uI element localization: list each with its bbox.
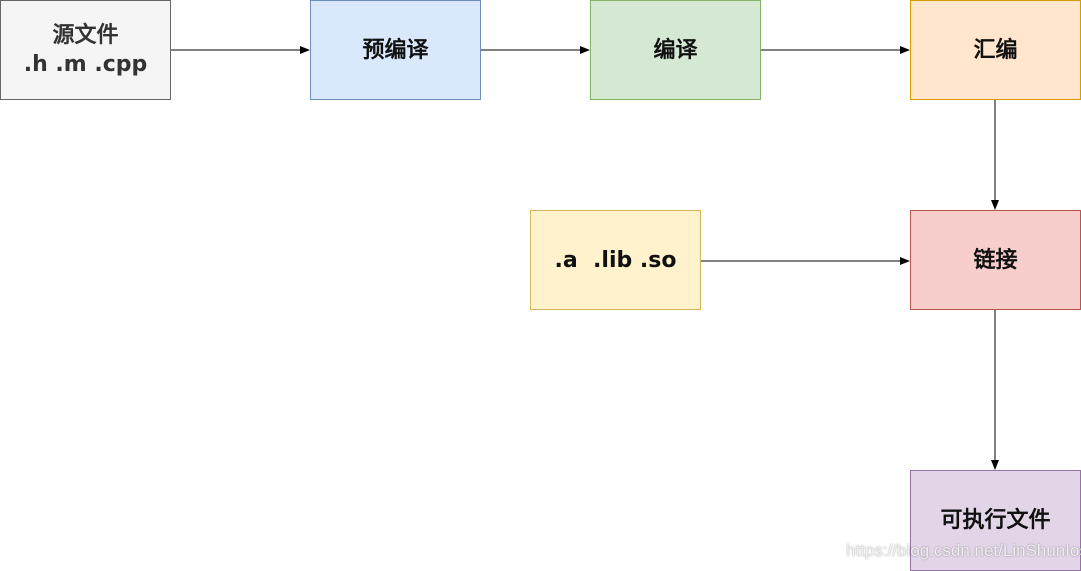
node-compile: 编译 [590, 0, 761, 100]
watermark-text: https://blog.csdn.net/LinShunIos [846, 541, 1081, 560]
node-precompile: 预编译 [310, 0, 481, 100]
node-executable: 可执行文件 [910, 470, 1081, 571]
node-compile-label: 编译 [653, 37, 698, 63]
node-assemble: 汇编 [910, 0, 1081, 100]
node-libraries: .a .lib .so [530, 210, 701, 310]
node-libraries-label: .a .lib .so [554, 247, 677, 273]
node-link-label: 链接 [973, 247, 1018, 273]
node-link: 链接 [910, 210, 1081, 310]
node-source-files-label-2: .h .m .cpp [23, 52, 148, 77]
node-precompile-label: 预编译 [362, 37, 429, 63]
node-executable-label: 可执行文件 [940, 508, 1051, 533]
node-source-files: 源文件 .h .m .cpp [0, 0, 171, 100]
node-assemble-label: 汇编 [973, 37, 1018, 63]
node-source-files-label-1: 源文件 [52, 23, 119, 48]
